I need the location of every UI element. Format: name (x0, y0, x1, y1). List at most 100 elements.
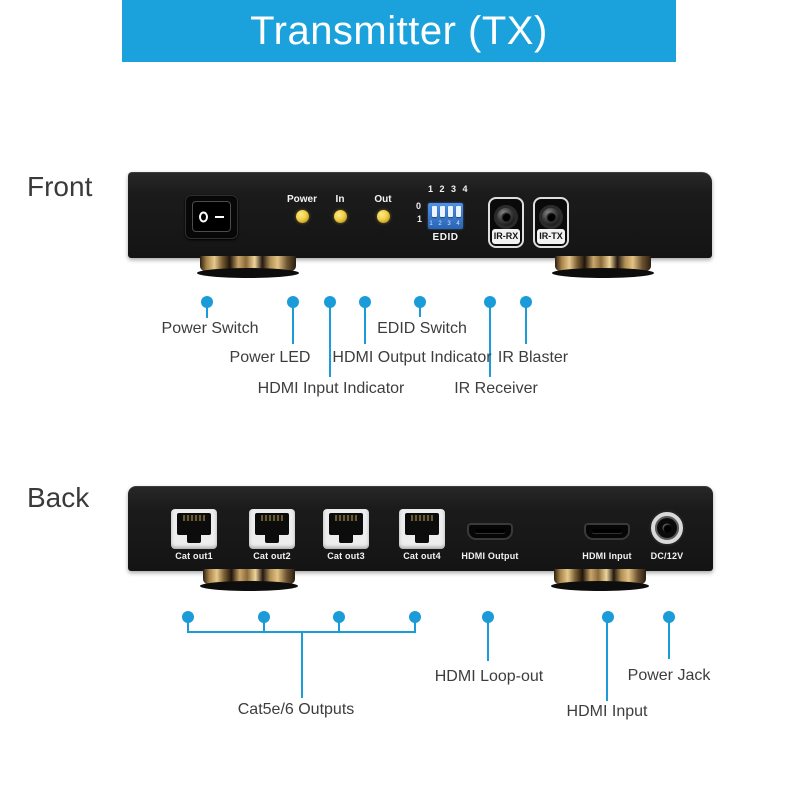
callout-line (263, 617, 265, 633)
output-led-icon (376, 210, 390, 223)
dc-jack-label: DC/12V (650, 551, 684, 561)
front-right-foot (552, 256, 654, 278)
cat-out4-port (399, 509, 445, 549)
callout-label-ir-blaster: IR Blaster (497, 349, 569, 366)
edid-switch-numbers: 1 2 3 4 (428, 184, 470, 194)
foot-body (203, 569, 295, 584)
callout-dot (359, 296, 371, 308)
callout-dot (287, 296, 299, 308)
rj45-tab (265, 534, 279, 543)
cat-out4-label: Cat out4 (403, 551, 441, 561)
power-led-group: Power (272, 194, 332, 223)
front-left-foot (197, 256, 299, 278)
foot-body (200, 256, 296, 271)
foot-base (197, 268, 299, 278)
power-led-label: Power (286, 194, 317, 205)
callout-dot (663, 611, 675, 623)
callout-dot (602, 611, 614, 623)
callout-label-ir-receiver: IR Receiver (454, 380, 538, 397)
foot-base (552, 268, 654, 278)
callout-label-hdmi-input: HDMI Input (566, 703, 648, 720)
callout-line (338, 617, 340, 633)
foot-base (200, 581, 298, 591)
callout-dot (201, 296, 213, 308)
ir-rx-label: IR-RX (492, 229, 520, 244)
rj45-jack (255, 513, 289, 535)
callout-label-power-led: Power LED (229, 349, 311, 366)
dip-toggle-1 (432, 206, 437, 217)
callout-line (206, 302, 208, 318)
callout-dot (182, 611, 194, 623)
power-switch-rocker (192, 201, 231, 232)
rj45-pins (335, 515, 357, 521)
rj45-pins (411, 515, 433, 521)
edid-switch-label: EDID (432, 232, 459, 243)
rj45-tab (415, 534, 429, 543)
foot-body (554, 569, 646, 584)
hdmi-input-label: HDMI Input (582, 551, 632, 561)
cat-out1-port (171, 509, 217, 549)
rj45-tab (187, 534, 201, 543)
rj45-jack (177, 513, 211, 535)
edid-position-1: 1 (417, 214, 423, 224)
callout-line (292, 302, 294, 344)
header-banner: Transmitter (TX) (122, 0, 676, 62)
output-led-group: Out (353, 194, 413, 223)
callout-line (489, 302, 491, 377)
cat-out1-label: Cat out1 (175, 551, 213, 561)
back-device: Cat out1 Cat out2 Cat out3 Cat out4 HDMI… (128, 486, 713, 571)
ir-tx-port: IR-TX (533, 197, 569, 248)
cat-out3-label: Cat out3 (327, 551, 365, 561)
power-switch (185, 195, 238, 239)
ir-tx-jack-hole (546, 212, 556, 222)
edid-position-0: 0 (416, 201, 422, 211)
dip-toggle-3 (448, 206, 453, 217)
callout-dot (324, 296, 336, 308)
dc-power-jack (651, 512, 683, 544)
rj45-tab (339, 534, 353, 543)
cat-out3-port (323, 509, 369, 549)
ir-rx-jack-icon (494, 205, 518, 229)
callout-line (364, 302, 366, 344)
edid-dip-switch: 1 2 3 4 (428, 203, 463, 229)
hdmi-input-port (584, 523, 630, 540)
dc-jack-hole (662, 523, 672, 533)
callout-dot (409, 611, 421, 623)
cat-out2-port (249, 509, 295, 549)
callout-line (329, 302, 331, 377)
input-led-group: In (310, 194, 370, 223)
front-section-title: Front (27, 171, 93, 202)
rj45-jack (329, 513, 363, 535)
callout-line (606, 617, 608, 701)
input-led-icon (333, 210, 347, 223)
callout-line (414, 617, 416, 633)
hdmi-output-port (467, 523, 513, 540)
callout-stem (301, 631, 303, 698)
hdmi-slot (475, 529, 505, 533)
rj45-pins (183, 515, 205, 521)
callout-line (187, 617, 189, 633)
callout-label-hdmi-input-indicator: HDMI Input Indicator (257, 380, 405, 397)
cat-out2-label: Cat out2 (253, 551, 291, 561)
foot-body (555, 256, 651, 271)
power-on-symbol-icon (215, 215, 224, 218)
callout-label-hdmi-output-indicator: HDMI Output Indicator (332, 349, 492, 366)
callout-dot (414, 296, 426, 308)
callout-label-power-switch: Power Switch (161, 320, 259, 337)
hdmi-output-label: HDMI Output (461, 551, 519, 561)
back-section-title: Back (27, 482, 90, 513)
callout-line (487, 617, 489, 661)
callout-line (525, 302, 527, 344)
callout-dot (482, 611, 494, 623)
callout-label-power-jack: Power Jack (627, 667, 711, 684)
callout-label-cat5e6-outputs: Cat5e/6 Outputs (237, 701, 355, 718)
ir-tx-label: IR-TX (537, 229, 565, 244)
callout-dot (520, 296, 532, 308)
callout-label-hdmi-loop-out: HDMI Loop-out (434, 668, 544, 685)
back-right-foot (551, 569, 649, 591)
callout-dot (333, 611, 345, 623)
ir-rx-port: IR-RX (488, 197, 524, 248)
dip-mini-numbers: 1 2 3 4 (429, 221, 462, 227)
callout-dot (484, 296, 496, 308)
